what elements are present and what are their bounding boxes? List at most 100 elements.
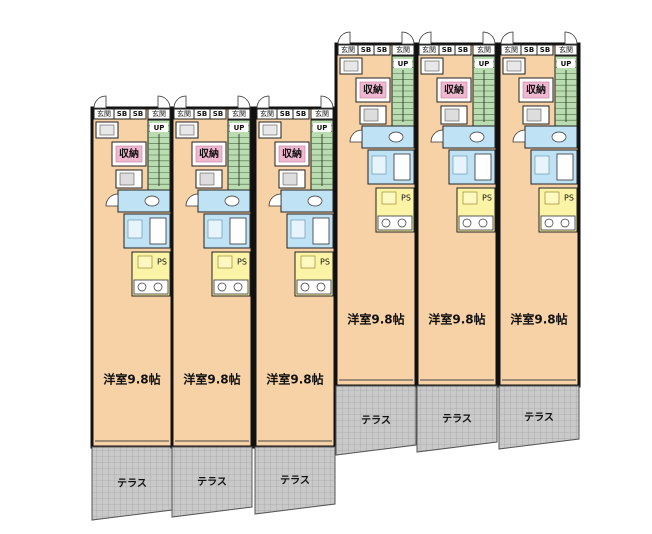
genkan-cell: [310, 108, 334, 120]
terrace-label: テラス: [280, 475, 310, 487]
genkan-cell: [554, 44, 578, 56]
genkan-label-left: 玄関: [260, 109, 274, 118]
sink-icon: [99, 124, 115, 136]
washroom: [280, 189, 334, 213]
sb-label: SB: [213, 110, 223, 118]
washroom: [524, 125, 578, 149]
shower-area: [371, 155, 387, 175]
storage-label: 収納: [282, 147, 302, 160]
up-label-box: [230, 123, 248, 132]
washer-icon: [199, 172, 215, 186]
storage-label: 収納: [526, 83, 546, 96]
up-label: UP: [398, 60, 409, 68]
ps-box: [217, 255, 233, 269]
shower-area: [127, 219, 143, 239]
burner-icon: [217, 282, 227, 292]
sb-label: SB: [377, 46, 387, 54]
storage-pad: [115, 145, 143, 163]
sink-icon: [424, 60, 440, 72]
terrace-label: テラス: [361, 415, 391, 427]
terrace: [416, 385, 498, 453]
toilet-icon: [388, 131, 404, 143]
sink-icon: [179, 124, 195, 136]
burner-icon: [316, 282, 326, 292]
storage-label: 収納: [363, 83, 383, 96]
stove-counter: [377, 215, 413, 231]
up-label-box: [394, 59, 412, 68]
sb-cell: [129, 108, 147, 120]
genkan-label-left: 玄関: [504, 45, 518, 54]
genkan-label-right: 玄関: [477, 45, 491, 54]
bathtub: [556, 153, 574, 181]
up-label: UP: [561, 60, 572, 68]
stove-counter: [296, 279, 332, 295]
genkan-label-left: 玄関: [341, 45, 355, 54]
burner-icon: [233, 282, 243, 292]
burner-icon: [153, 282, 163, 292]
toilet-icon: [469, 131, 485, 143]
storage-pad: [359, 81, 387, 99]
entrance-door-swing-right: [401, 31, 415, 45]
up-label-box: [313, 123, 331, 132]
washer-icon: [526, 108, 542, 122]
washer-icon: [363, 108, 379, 122]
sb-label: SB: [458, 46, 468, 54]
genkan-label-left: 玄関: [177, 109, 191, 118]
room-label: 洋室9.8帖: [266, 372, 323, 387]
up-label-box: [557, 59, 575, 68]
shower-area: [534, 155, 550, 175]
sink-icon: [343, 60, 359, 72]
genkan-cell: [391, 44, 415, 56]
sb-label: SB: [133, 110, 143, 118]
storage-label: 収納: [119, 147, 139, 160]
washroom-door-swing: [512, 129, 526, 143]
sb-cell: [292, 108, 310, 120]
washroom-door-swing: [105, 193, 119, 207]
washroom: [197, 189, 251, 213]
entrance-door-swing-left: [418, 31, 432, 45]
bathtub: [312, 217, 330, 245]
washroom-door-swing: [185, 193, 199, 207]
ps-label: PS: [401, 194, 411, 203]
burner-icon: [560, 218, 570, 228]
toilet-icon: [307, 195, 323, 207]
bathtub: [393, 153, 411, 181]
washer-icon: [282, 172, 298, 186]
sb-cell: [536, 44, 554, 56]
genkan-label-right: 玄関: [232, 109, 246, 118]
storage-label: 収納: [199, 147, 219, 160]
washroom: [442, 125, 496, 149]
storage-pad: [522, 81, 550, 99]
entrance-door-swing-right: [157, 95, 171, 109]
washroom: [117, 189, 171, 213]
toilet-icon: [144, 195, 160, 207]
burner-icon: [397, 218, 407, 228]
entrance-door-swing-left: [93, 95, 107, 109]
ps-box: [462, 191, 478, 205]
entrance-door-swing-right: [320, 95, 334, 109]
burner-icon: [300, 282, 310, 292]
storage-pad: [278, 145, 306, 163]
sb-label: SB: [280, 110, 290, 118]
entrance-door-swing-right: [564, 31, 578, 45]
sink-icon: [506, 60, 522, 72]
sb-label: SB: [296, 110, 306, 118]
sink-icon: [262, 124, 278, 136]
ps-box: [381, 191, 397, 205]
entrance-door-swing-left: [500, 31, 514, 45]
shower-area: [207, 219, 223, 239]
burner-icon: [381, 218, 391, 228]
genkan-cell: [147, 108, 171, 120]
ps-box: [544, 191, 560, 205]
ps-label: PS: [320, 258, 330, 267]
genkan-label-right: 玄関: [396, 45, 410, 54]
entrance-door-swing-right: [237, 95, 251, 109]
genkan-label-left: 玄関: [422, 45, 436, 54]
terrace: [254, 446, 336, 515]
terrace-label: テラス: [197, 476, 227, 488]
